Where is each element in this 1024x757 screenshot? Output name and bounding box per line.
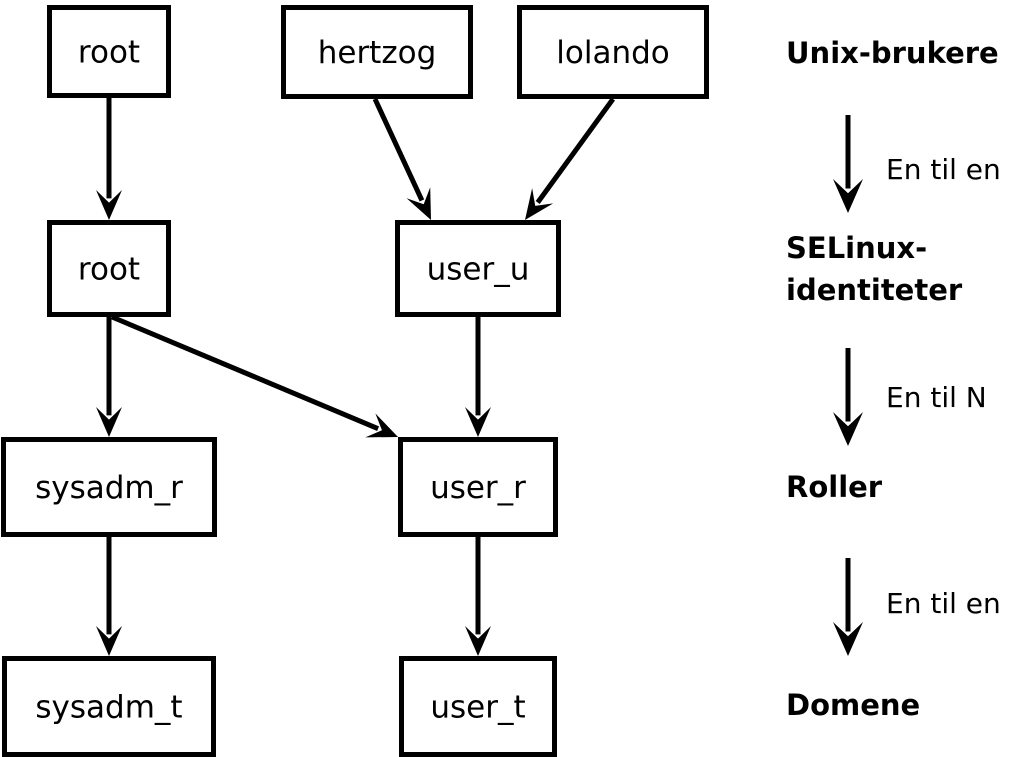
node-label: root [78, 252, 140, 288]
edge-shaft [111, 314, 380, 431]
level-domene: Domene [786, 688, 920, 722]
node-lolando[interactable]: lolando [517, 5, 709, 99]
node-box[interactable] [47, 220, 171, 317]
node-box[interactable] [517, 5, 709, 99]
arrowhead-icon [833, 412, 863, 446]
node-user_r[interactable]: user_r [398, 437, 558, 537]
legend-arrow-label: En til en [886, 153, 1001, 186]
legend-arrow-1: En til en [833, 115, 1001, 213]
edge-root_unix-to-root_sel [96, 98, 122, 220]
arrowhead-icon [96, 626, 122, 656]
arrowhead-icon [96, 190, 122, 220]
node-box[interactable] [1, 437, 217, 537]
arrowhead-icon [406, 187, 431, 220]
node-box[interactable] [2, 656, 216, 757]
node-user_u[interactable]: user_u [395, 220, 561, 317]
node-box[interactable] [399, 656, 557, 757]
node-box[interactable] [395, 220, 561, 317]
arrowhead-icon [96, 407, 122, 437]
legend-arrow-2: En til N [833, 348, 987, 446]
node-label: sysadm_r [35, 470, 183, 506]
node-root_unix[interactable]: root [47, 5, 171, 98]
arrowhead-icon [465, 407, 491, 437]
node-label: user_t [430, 690, 525, 726]
arrowhead-icon [833, 179, 863, 213]
node-box[interactable] [398, 437, 558, 537]
edge-root_sel-to-user_r [111, 314, 398, 438]
node-label: user_r [430, 470, 526, 506]
node-sysadm_t[interactable]: sysadm_t [2, 656, 216, 757]
edge-shaft [535, 97, 616, 205]
node-box[interactable] [47, 5, 171, 98]
node-label: user_u [427, 252, 530, 288]
level-selinux: SELinux- [786, 231, 927, 265]
node-sysadm_r[interactable]: sysadm_r [1, 437, 217, 537]
node-box[interactable] [281, 5, 473, 99]
edge-user_r-to-user_t [465, 537, 491, 656]
legend-arrow-label: En til en [886, 587, 1001, 620]
level-roller: Roller [786, 470, 883, 504]
edge-user_u-to-user_r [465, 317, 491, 437]
node-user_t[interactable]: user_t [399, 656, 557, 757]
node-label: sysadm_t [35, 690, 182, 726]
edge-hertzog-to-user_u [372, 97, 431, 220]
legend-arrow-3: En til en [833, 558, 1001, 656]
legend-layer: En til en En til N En til en Unix-brukereSE… [786, 36, 1001, 722]
arrowhead-icon [525, 188, 554, 220]
node-root_sel[interactable]: root [47, 220, 171, 317]
level-selinux-2: identiteter [786, 273, 963, 307]
legend-arrow-label: En til N [886, 381, 987, 414]
arrowhead-icon [833, 622, 863, 656]
node-hertzog[interactable]: hertzog [281, 5, 473, 99]
edge-shaft [372, 97, 425, 202]
level-unix: Unix-brukere [786, 36, 999, 70]
arrowhead-icon [365, 413, 398, 438]
node-label: root [78, 35, 140, 71]
node-label: hertzog [318, 35, 437, 71]
arrowhead-icon [465, 626, 491, 656]
edge-root_sel-to-sysadm_r [96, 317, 122, 437]
node-label: lolando [556, 35, 669, 71]
edge-sysadm_r-to-sysadm_t [96, 537, 122, 656]
edges-layer [96, 97, 616, 656]
edge-lolando-to-user_u [525, 97, 616, 220]
